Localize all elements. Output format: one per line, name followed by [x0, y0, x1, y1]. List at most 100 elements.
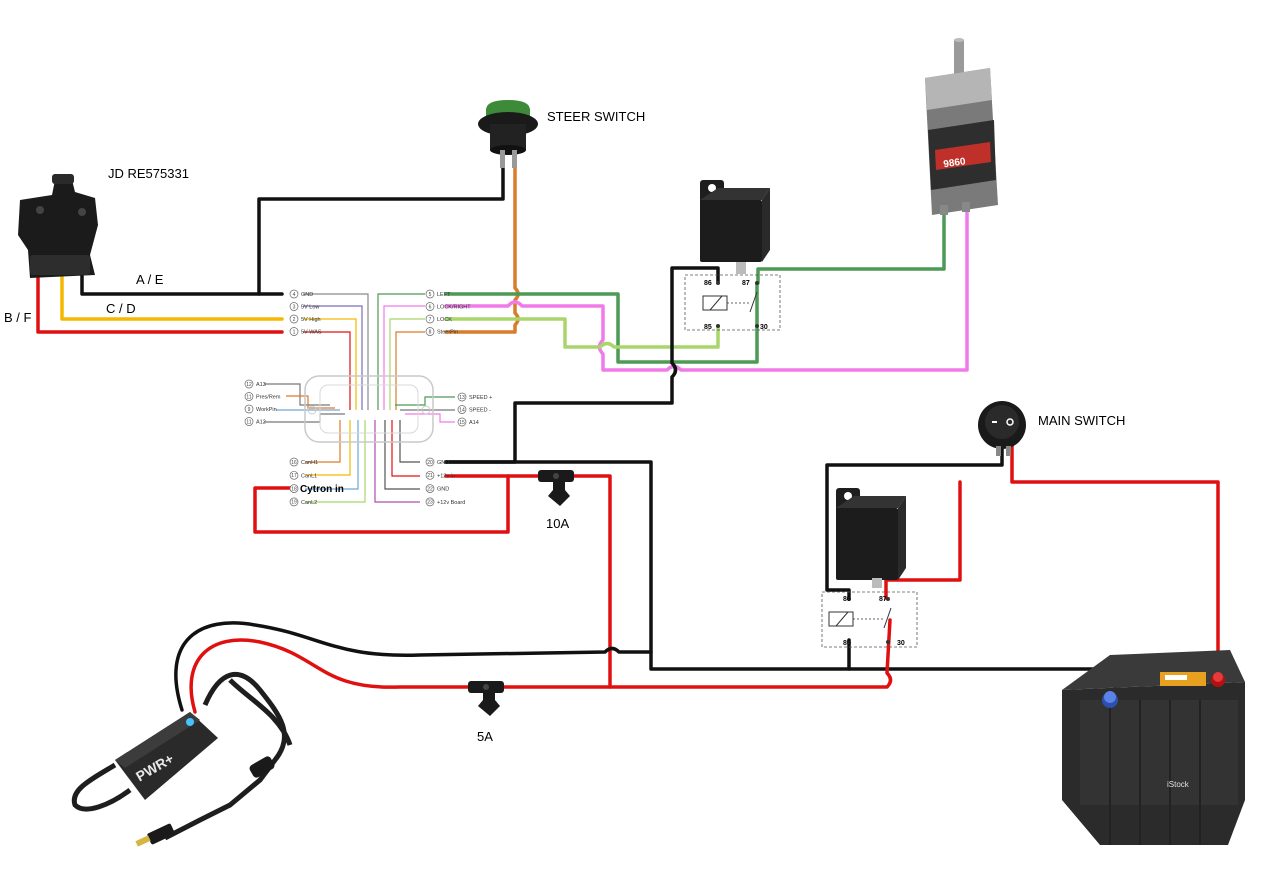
pin-circle	[425, 289, 435, 299]
pin-number: 21	[427, 473, 433, 479]
pin-name: WorkPin	[256, 407, 277, 413]
relay-1-pin-30: 30	[760, 324, 768, 331]
fuse-5a-icon	[468, 681, 504, 716]
pin-circle	[425, 497, 435, 507]
wire-cd-yellow	[60, 268, 284, 321]
pin-circle	[289, 457, 299, 467]
pin-number: 3	[293, 304, 296, 310]
battery-watermark: iStock	[1167, 780, 1190, 789]
wires	[36, 158, 1220, 714]
pin-name: +12v Board	[437, 500, 465, 506]
pin-number: 2	[293, 317, 296, 323]
pin-name: CanL2	[301, 500, 317, 506]
relay-1-icon	[700, 180, 770, 274]
wire-bf-red	[36, 268, 284, 334]
pin-circle	[457, 405, 467, 414]
wire-lock-lime	[444, 317, 720, 349]
pin-name: SPEED +	[469, 395, 492, 401]
power-adapter-icon: PWR+	[71, 671, 293, 847]
wire-relay2-87-red	[884, 480, 962, 600]
pin-name: 5V High	[301, 317, 321, 323]
relay-2-pin-87: 87	[879, 596, 887, 603]
relay-1-pin-85: 85	[704, 324, 712, 331]
pin-number: 8	[429, 329, 432, 335]
pin-name: CanL1	[301, 473, 317, 479]
pin-circle	[425, 327, 435, 336]
relay-2-pin-86: 86	[843, 596, 851, 603]
pin-number: 15	[459, 420, 465, 426]
steer-switch-label: STEER SWITCH	[547, 109, 645, 124]
wire-main-gnd-black	[444, 460, 1117, 692]
pin-circle	[289, 314, 299, 324]
pin-number: 4	[293, 292, 296, 298]
wire-motor-green	[756, 210, 946, 285]
pin-name: GND	[437, 487, 449, 493]
pin-number: 16	[291, 460, 297, 466]
wire-steer-switch-black	[257, 158, 505, 296]
steering-angle-sensor	[18, 174, 98, 278]
pin-number: 9	[248, 407, 251, 413]
relay-1-pin-87: 87	[742, 280, 750, 287]
pin-number: 11	[246, 394, 251, 400]
pin-name: GND	[437, 460, 449, 466]
pin-number: 1	[293, 329, 296, 335]
main-connector	[304, 375, 434, 443]
wire-steerpin-orange	[444, 158, 520, 334]
pin-circle	[457, 417, 467, 427]
wire-mainswitch-black	[825, 440, 1004, 600]
fuse-5a-label: 5A	[477, 729, 493, 744]
pin-number: 20	[427, 460, 433, 466]
pin-name: 5V WAS	[301, 330, 322, 336]
pin-name: 5V Low	[301, 305, 319, 311]
pin-number: 7	[429, 317, 432, 323]
pin-circle	[244, 392, 254, 401]
pin-circle	[425, 314, 435, 324]
relay-2-pin-30: 30	[897, 640, 905, 647]
relay-2-pin-85: 85	[843, 640, 851, 647]
pin-name: SPEED -	[469, 408, 491, 414]
pin-number: 13	[459, 395, 465, 401]
wire-12v-red	[444, 474, 612, 689]
wire-mainswitch-red	[1010, 440, 1220, 680]
pin-number: 6	[429, 304, 432, 310]
pin-circle	[244, 417, 254, 426]
wire-left-green	[444, 281, 759, 364]
wire-relay1-gnd-black	[444, 266, 720, 464]
pin-circle	[289, 484, 299, 493]
pin-circle	[425, 484, 435, 493]
pin-circle	[289, 289, 299, 299]
pin-circle	[289, 497, 299, 507]
relay-2-icon	[836, 488, 906, 588]
pin-name: LOCK/RIGHT	[437, 305, 471, 311]
cytron-in-label: Cytron in	[300, 484, 344, 495]
main-switch-label: MAIN SWITCH	[1038, 413, 1125, 428]
sensor-label: JD RE575331	[108, 166, 189, 181]
wire-bf-label: B / F	[4, 310, 32, 325]
pin-name: SteerPin	[437, 330, 458, 336]
pin-circle	[289, 470, 299, 480]
motor-icon: 9860	[925, 38, 998, 215]
pin-number: 5	[429, 292, 432, 298]
main-switch-icon	[978, 401, 1026, 456]
pin-name: CanH1	[301, 460, 318, 466]
pin-circle	[425, 457, 435, 467]
pin-number: 12	[246, 382, 252, 388]
pin-name: A13	[256, 382, 266, 388]
pin-circle	[457, 392, 467, 402]
fuse-10a-label: 10A	[546, 516, 569, 531]
wire-ae-black	[80, 270, 284, 296]
pin-number: 14	[459, 407, 465, 413]
pin-name: LEFT	[437, 292, 451, 298]
relay-1-pin-86: 86	[704, 280, 712, 287]
battery-icon: iStock	[1062, 650, 1245, 845]
wire-ae-label: A / E	[136, 272, 164, 287]
pin-name: Pres/Rem	[256, 395, 281, 401]
pin-name: A12	[256, 420, 266, 426]
relay-2-schematic: 86 87 85 30	[821, 591, 918, 648]
steer-switch-icon	[478, 100, 538, 168]
relay-1-schematic: 86 87 85 30	[684, 274, 781, 331]
connector-leads	[264, 293, 455, 503]
fuse-10a-icon	[538, 470, 574, 506]
